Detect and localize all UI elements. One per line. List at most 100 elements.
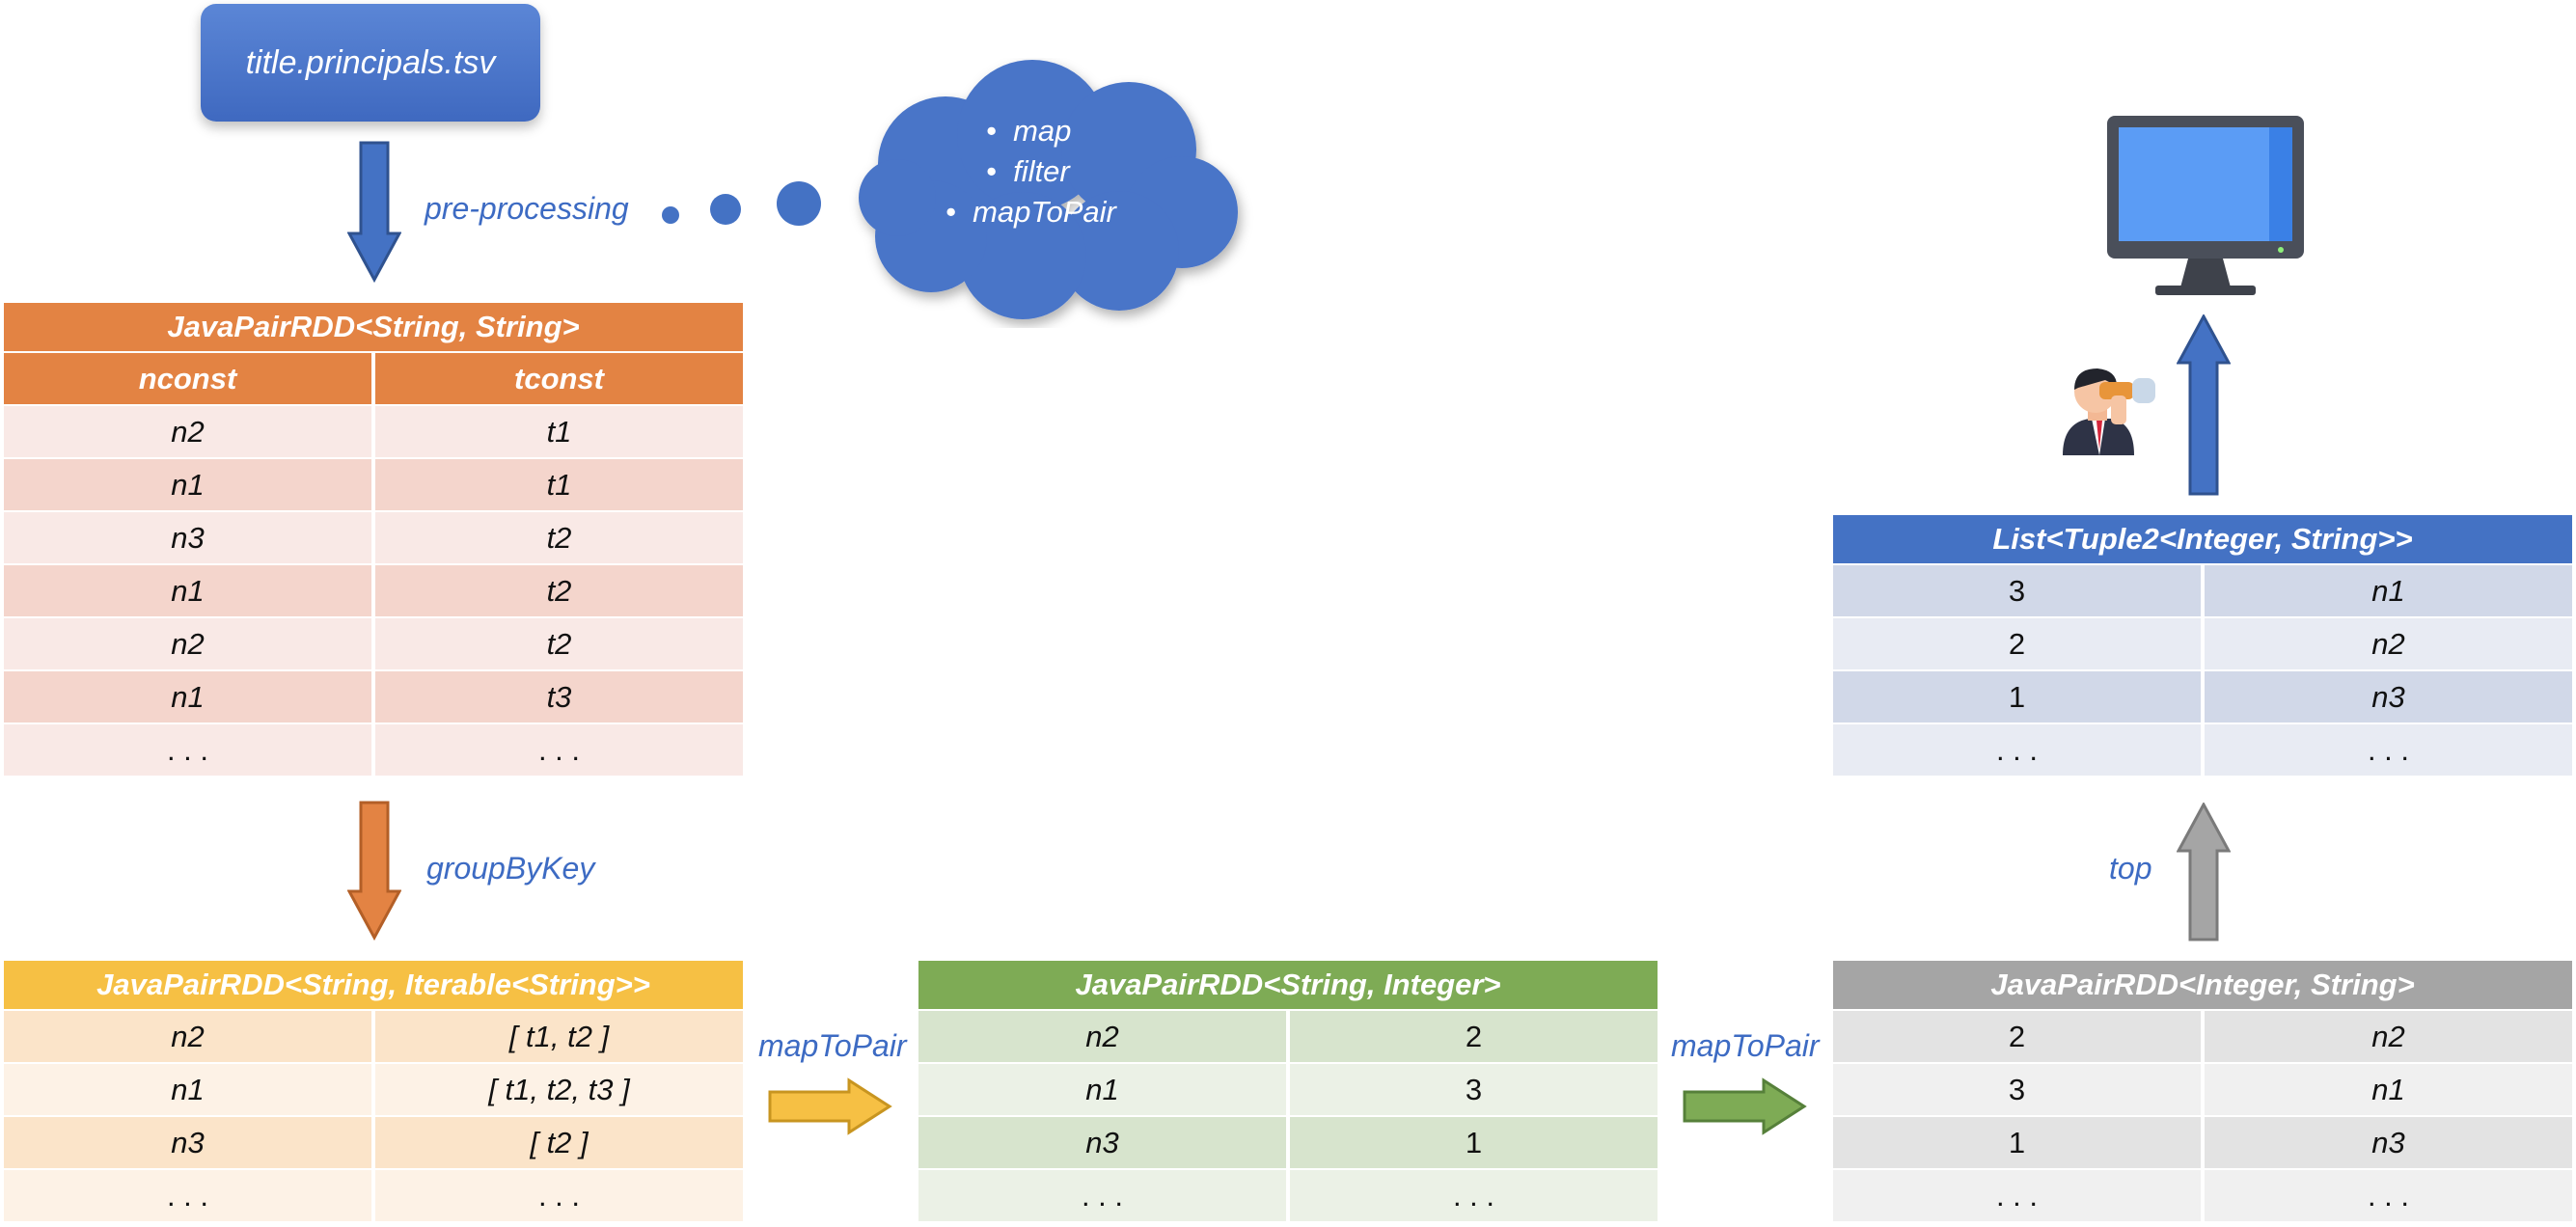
label-groupbykey: groupByKey [426,851,595,886]
table-row: 3 n1 [1833,1064,2572,1115]
table-row: 3 n1 [1833,565,2572,616]
table-cell: t2 [375,512,743,563]
arrow-up-top [2177,803,2231,941]
thought-dots [662,181,821,226]
label-preprocessing: pre-processing [425,191,629,226]
arrow-up-output [2177,314,2231,496]
table-row: . . . . . . [4,724,743,776]
table-cell: . . . [375,724,743,776]
table-cell: . . . [918,1170,1286,1221]
source-file-name: title.principals.tsv [245,43,496,81]
table-cell: n1 [4,671,371,723]
header-tconst: tconst [375,353,743,404]
table-row: . . . . . . [1833,724,2572,776]
table-title: JavaPairRDD<String, Integer> [918,961,1658,1009]
table-row: n2 t2 [4,618,743,669]
table-cell: t2 [375,618,743,669]
table-title: JavaPairRDD<String, String> [4,303,743,351]
table-cell: n2 [2205,618,2572,669]
table-cell: n1 [2205,565,2572,616]
label-maptopair-1: mapToPair [758,1028,907,1063]
label-top: top [2109,851,2152,886]
table-cell: t3 [375,671,743,723]
table-row: 2 n2 [1833,618,2572,669]
table-cell: . . . [2205,724,2572,776]
table-cell: n1 [918,1064,1286,1115]
table-cell: . . . [4,1170,371,1221]
table-cell: [ t1, t2 ] [375,1011,743,1062]
monitor-icon [2107,116,2304,295]
table-cell: 3 [1833,565,2201,616]
table-row: n1 t2 [4,565,743,616]
table-top: List<Tuple2<Integer, String>> 3 n1 2 n2 … [1833,515,2572,776]
table-cell: n1 [4,565,371,616]
table-cell: [ t2 ] [375,1117,743,1168]
table-row: n1 t1 [4,459,743,510]
table-cell: . . . [1833,1170,2201,1221]
table-cell: . . . [1833,724,2201,776]
table-title: List<Tuple2<Integer, String>> [1833,515,2572,563]
table-cell: n3 [4,512,371,563]
table-cell: n3 [918,1117,1286,1168]
arrow-right-maptopair-2 [1683,1077,1807,1135]
arrow-down-groupbykey [347,801,401,941]
table-cell: n2 [2205,1011,2572,1062]
table-cell: n3 [2205,1117,2572,1168]
table-row: 1 n3 [1833,1117,2572,1168]
table-row: n2 [ t1, t2 ] [4,1011,743,1062]
label-maptopair-2: mapToPair [1671,1028,1820,1063]
table-row: n3 1 [918,1117,1658,1168]
arrow-down-preprocessing [347,141,401,284]
table-row: . . . . . . [918,1170,1658,1221]
table-cell: . . . [1290,1170,1658,1221]
cloud-item-filter: • filter [986,154,1070,188]
source-file-box: title.principals.tsv [201,4,540,122]
table-grouped: JavaPairRDD<String, Iterable<String>> n2… [4,961,743,1221]
table-cell: t1 [375,406,743,457]
header-nconst: nconst [4,353,371,404]
table-cell: 2 [1290,1011,1658,1062]
table-title: JavaPairRDD<Integer, String> [1833,961,2572,1009]
table-pairs: JavaPairRDD<String, String> nconst tcons… [4,303,743,776]
table-swapped: JavaPairRDD<Integer, String> 2 n2 3 n1 1… [1833,961,2572,1221]
table-cell: 3 [1833,1064,2201,1115]
table-row: n1 t3 [4,671,743,723]
table-row: . . . . . . [1833,1170,2572,1221]
table-cell: 1 [1833,1117,2201,1168]
table-header-row: nconst tconst [4,353,743,404]
table-cell: . . . [375,1170,743,1221]
table-cell: [ t1, t2, t3 ] [375,1064,743,1115]
table-cell: 2 [1833,1011,2201,1062]
table-cell: t2 [375,565,743,616]
table-cell: 1 [1290,1117,1658,1168]
table-cell: n2 [918,1011,1286,1062]
table-row: n1 [ t1, t2, t3 ] [4,1064,743,1115]
arrow-right-maptopair-1 [768,1077,892,1135]
cloud-shape [859,60,1238,319]
table-row: n2 2 [918,1011,1658,1062]
table-cell: n2 [4,1011,371,1062]
table-cell: n3 [2205,671,2572,723]
table-cell: n2 [4,618,371,669]
table-cell: 2 [1833,618,2201,669]
table-row: . . . . . . [4,1170,743,1221]
table-cell: n1 [4,459,371,510]
table-counts: JavaPairRDD<String, Integer> n2 2 n1 3 n… [918,961,1658,1221]
table-title: JavaPairRDD<String, Iterable<String>> [4,961,743,1009]
table-row: n1 3 [918,1064,1658,1115]
cloud-item-maptopair: • mapToPair [945,195,1116,229]
table-row: n3 [ t2 ] [4,1117,743,1168]
table-cell: n1 [4,1064,371,1115]
table-cell: 3 [1290,1064,1658,1115]
table-row: n3 t2 [4,512,743,563]
table-row: 2 n2 [1833,1011,2572,1062]
table-cell: . . . [4,724,371,776]
cloud-item-map: • map [986,114,1072,148]
table-cell: 1 [1833,671,2201,723]
table-row: n2 t1 [4,406,743,457]
person-binoculars-icon [2063,368,2155,455]
table-row: 1 n3 [1833,671,2572,723]
table-cell: n1 [2205,1064,2572,1115]
table-cell: n2 [4,406,371,457]
table-cell: n3 [4,1117,371,1168]
